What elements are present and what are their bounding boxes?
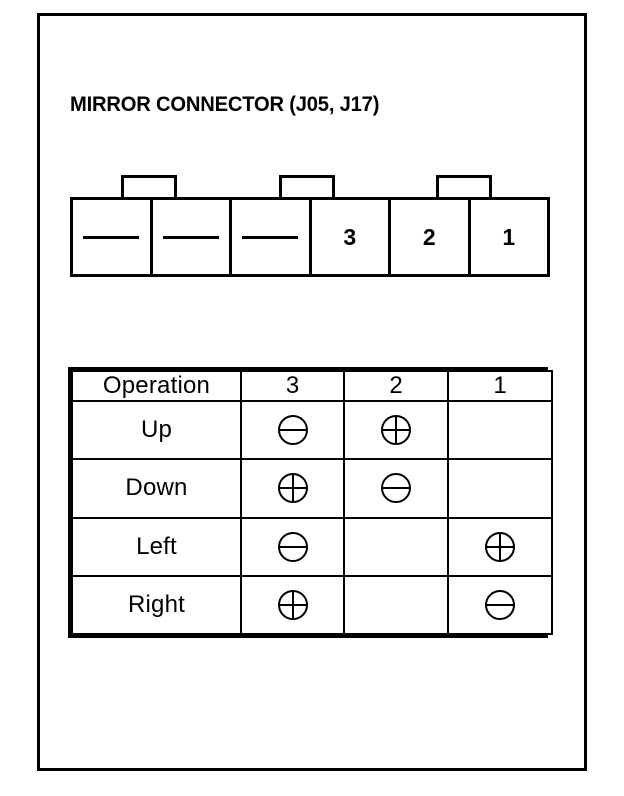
vertical-bar: [499, 532, 501, 561]
vertical-bar: [291, 590, 294, 619]
vertical-bar: [291, 474, 294, 503]
connector-pin-label: 1: [502, 223, 516, 250]
blank-pin-dash-icon: [83, 235, 140, 239]
blank-pin-dash-icon: [162, 235, 219, 239]
pin-2-cell: [343, 399, 449, 461]
connector-tab-2: [279, 175, 335, 199]
polarity-minus-icon: [277, 415, 308, 446]
table-row: Down: [71, 458, 553, 519]
connector-pin-label: 3: [343, 223, 357, 250]
horizontal-bar: [278, 545, 307, 548]
pin-1-cell: [447, 399, 553, 461]
column-header-pin-2: 2: [343, 370, 449, 402]
connector-cell-pin-1: 1: [471, 200, 548, 274]
connector-cell-blank-3: —: [232, 200, 312, 274]
connector-cell-blank-1: —: [73, 200, 153, 274]
connector-cell-pin-2: 2: [391, 200, 471, 274]
pin-2-cell: [343, 574, 449, 636]
connector-cell-pin-3: 3: [312, 200, 391, 274]
table-row: Right: [71, 574, 553, 636]
horizontal-bar: [278, 429, 307, 432]
pin-2-cell: [343, 516, 449, 577]
pin-3-cell: [240, 516, 345, 577]
pin-1-cell: [447, 458, 553, 519]
table-row: Up: [71, 399, 553, 461]
connector-tab-3: [436, 175, 492, 199]
mirror-connector-illustration: — — — 3 2 1: [70, 175, 550, 277]
polarity-plus-icon: [485, 531, 515, 562]
pin-3-cell: [240, 399, 345, 461]
column-header-pin-1: 1: [447, 370, 553, 402]
blank-pin-dash-icon: [242, 235, 299, 239]
horizontal-bar: [486, 603, 514, 606]
polarity-minus-icon: [485, 589, 515, 620]
polarity-minus-icon: [381, 473, 411, 504]
operation-name-cell: Right: [71, 574, 242, 636]
column-header-pin-3: 3: [240, 370, 345, 402]
horizontal-bar: [382, 487, 410, 490]
pin-1-cell: [447, 574, 553, 636]
connector-pin-label: 2: [422, 223, 436, 250]
page-title: MIRROR CONNECTOR (J05, J17): [70, 93, 380, 116]
pin-3-cell: [240, 458, 345, 519]
operation-name-cell: Down: [71, 458, 242, 519]
vertical-bar: [395, 416, 397, 445]
table-header-row: Operation 3 2 1: [71, 370, 553, 402]
connector-cell-blank-2: —: [153, 200, 232, 274]
column-header-operation: Operation: [71, 370, 242, 402]
polarity-plus-icon: [277, 589, 308, 620]
connector-tab-group: [70, 175, 550, 199]
polarity-minus-icon: [277, 531, 308, 562]
operation-name-cell: Left: [71, 516, 242, 577]
pin-1-cell: [447, 516, 553, 577]
pin-3-cell: [240, 574, 345, 636]
connector-body: — — — 3 2 1: [70, 197, 550, 277]
table-row: Left: [71, 516, 553, 577]
polarity-plus-icon: [381, 415, 411, 446]
operation-name-cell: Up: [71, 399, 242, 461]
connector-tab-1: [121, 175, 177, 199]
polarity-plus-icon: [277, 473, 308, 504]
pin-2-cell: [343, 458, 449, 519]
